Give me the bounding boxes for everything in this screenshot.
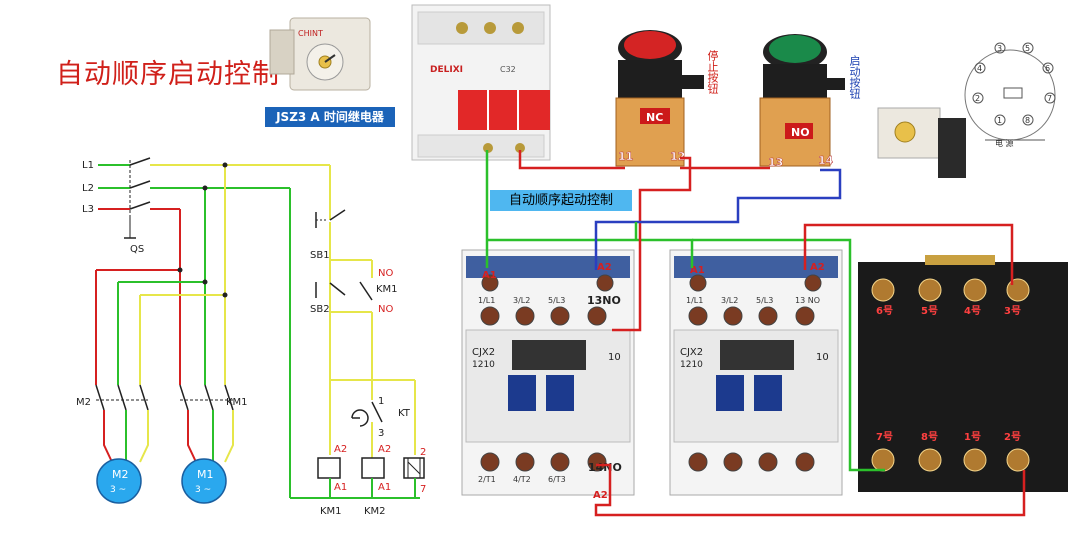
motor-m1-sub: 3 ~ [195, 485, 211, 495]
km1-a2-bottom: A2 [593, 490, 608, 501]
breaker-rating: C32 [500, 65, 516, 74]
kt-pin-3: 3 [378, 428, 384, 439]
socket-pin-4: 4号 [964, 305, 981, 317]
motor-m2 [96, 458, 142, 504]
qs-label: QS [130, 244, 144, 255]
km1-current: 10 [608, 352, 621, 363]
wiring-overlay [485, 150, 1026, 517]
coil-km1-a1: A1 [334, 482, 347, 493]
l2-label: L2 [82, 183, 94, 194]
pin-supply-label: 电 源 [995, 138, 1014, 148]
page-title: 自动顺序启动控制 [56, 59, 280, 90]
socket-pin-6: 6号 [876, 305, 893, 317]
km1-a2: A2 [597, 262, 612, 273]
motor-m1 [181, 458, 227, 504]
contactor-km1: CJX2 1210 10 A1 A2 1/L1 3/L2 5/L3 2/T1 4… [461, 249, 635, 501]
socket-pin-7: 7号 [876, 431, 893, 443]
l1-label: L1 [82, 160, 94, 171]
auto-sequence-caption: 自动顺序起动控制 [490, 190, 632, 211]
breaker-brand: DELIXI [430, 65, 463, 75]
km2-term-3: 5/L3 [756, 296, 773, 305]
start-button-label: 启动按钮 [848, 55, 861, 99]
motor-m2-sub: 3 ~ [110, 485, 126, 495]
socket-pin-2: 2号 [1004, 431, 1021, 443]
terminal-11: 11 [618, 150, 633, 163]
km1-13no: 13NO [587, 294, 621, 307]
sb1-label: SB1 [310, 250, 330, 261]
timer-brand: CHINT [298, 29, 323, 38]
no-label: NO [791, 126, 810, 139]
socket-pin-3: 3号 [1004, 305, 1021, 317]
terminal-14: 14 [818, 154, 834, 167]
kt-pin-7: 7 [420, 484, 426, 495]
km2-current: 10 [816, 352, 829, 363]
km1-14no: 14NO [588, 461, 622, 474]
socket-pin-5: 5号 [921, 305, 938, 317]
stop-button-label: 停止按钮 [706, 50, 719, 94]
stop-button-device: NC 11 12 [615, 30, 704, 167]
km2-model: CJX2 [680, 347, 703, 358]
no-label-2: NO [378, 304, 393, 315]
km1-aux-label: KM1 [376, 284, 398, 295]
pin-8: 8 [1025, 116, 1030, 125]
contactor-km2: CJX2 1210 10 A1 A2 1/L1 3/L2 5/L3 13 NO [669, 249, 843, 496]
pin-2: 2 [975, 94, 980, 103]
start-button-device: NO 13 14 [759, 34, 845, 169]
km1-model: CJX2 [472, 347, 495, 358]
timer-relay-device: CHINT [269, 17, 371, 91]
km2-model-num: 1210 [680, 360, 703, 370]
km1-term-3: 5/L3 [548, 296, 565, 305]
socket-pin-8: 8号 [921, 431, 938, 443]
km1-bterm-3: 6/T3 [548, 475, 566, 484]
main-schematic: L1 L2 L3 QS [76, 157, 426, 517]
km2-term-1: 1/L1 [686, 296, 703, 305]
sb2-label: SB2 [310, 304, 330, 315]
pin-4: 4 [977, 64, 982, 73]
km1-bterm-2: 4/T2 [513, 475, 531, 484]
coil-km1-a2: A2 [334, 444, 347, 455]
km1-term-2: 3/L2 [513, 296, 530, 305]
pin-1: 1 [997, 116, 1002, 125]
terminal-13: 13 [768, 156, 783, 169]
relay-socket-base: 6号 5号 4号 3号 7号 8号 1号 2号 [858, 255, 1068, 492]
coil-km2-label: KM2 [364, 506, 386, 517]
km1-bterm-1: 2/T1 [478, 475, 496, 484]
relay-pin-diagram: 3 5 4 6 2 7 1 8 电 源 [964, 42, 1056, 148]
nc-tag [640, 108, 670, 124]
motor-m1-label: M1 [197, 468, 214, 481]
timer-relay-device-2 [877, 107, 966, 178]
km2-a1: A1 [690, 265, 705, 276]
km2-term-4: 13 NO [795, 296, 820, 305]
motor-m2-label: M2 [112, 468, 129, 481]
l3-label: L3 [82, 204, 94, 215]
pin-3: 3 [997, 44, 1002, 53]
nc-label: NC [646, 111, 663, 124]
km1-contacts-label: KM1 [226, 397, 248, 408]
socket-pin-1: 1号 [964, 431, 981, 443]
no-label-1: NO [378, 268, 393, 279]
km1-a1: A1 [482, 270, 497, 281]
terminal-12: 12 [670, 150, 685, 163]
pin-6: 6 [1045, 64, 1050, 73]
circuit-breaker-device: DELIXI C32 [411, 4, 551, 161]
coil-km2 [361, 457, 385, 479]
kt-pin-1: 1 [378, 396, 384, 407]
timer-relay-caption: JSZ3 A 时间继电器 [265, 107, 395, 127]
kt-pin-2: 2 [420, 447, 426, 458]
coil-km2-a1: A1 [378, 482, 391, 493]
pin-7: 7 [1047, 94, 1052, 103]
no-tag [785, 123, 813, 139]
km2-term-2: 3/L2 [721, 296, 738, 305]
km2-a2: A2 [810, 262, 825, 273]
pin-5: 5 [1025, 44, 1030, 53]
km1-model-num: 1210 [472, 360, 495, 370]
coil-km1-label: KM1 [320, 506, 342, 517]
coil-km2-a2: A2 [378, 444, 391, 455]
kt-label: KT [398, 408, 411, 419]
coil-km1 [317, 457, 341, 479]
m2-contacts-label: M2 [76, 397, 91, 408]
km1-term-1: 1/L1 [478, 296, 495, 305]
